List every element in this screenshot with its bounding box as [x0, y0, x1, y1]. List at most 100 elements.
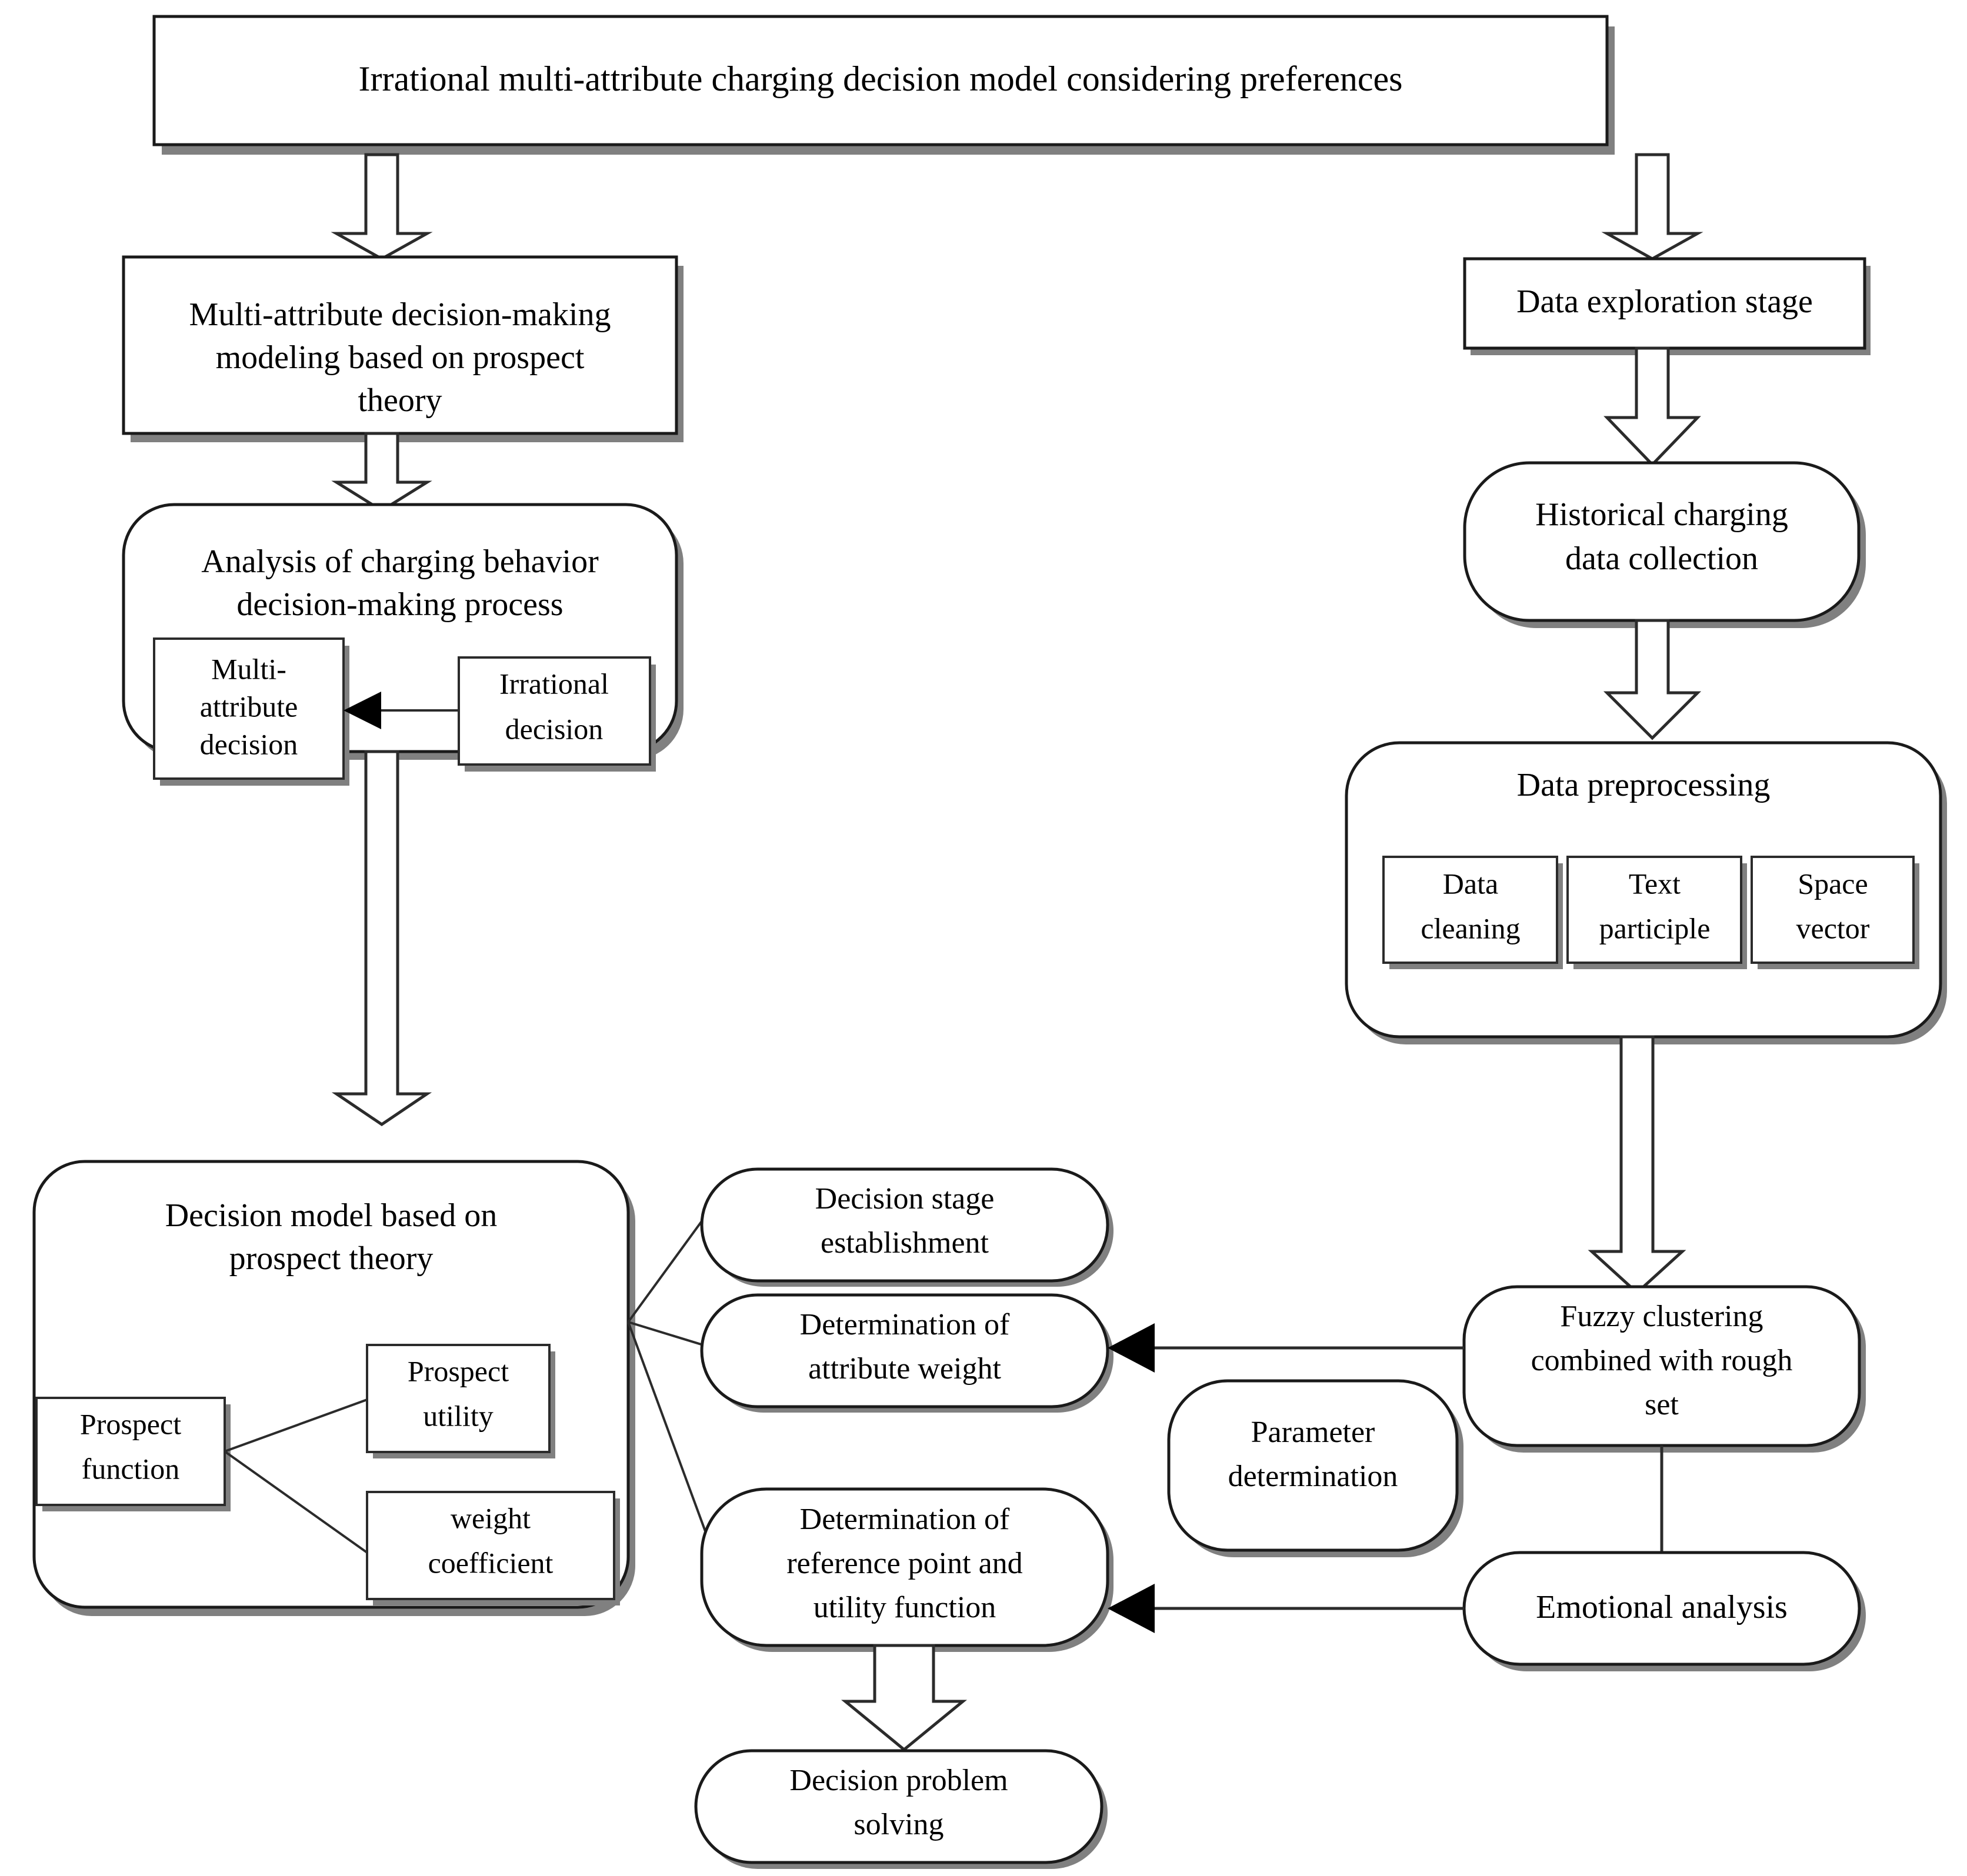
- space-vector-line1: Space: [1798, 867, 1868, 900]
- weight-coefficient-line1: weight: [451, 1501, 531, 1534]
- parameter-determination-line2: determination: [1228, 1460, 1398, 1493]
- data-preprocessing-line1: Data preprocessing: [1517, 767, 1771, 803]
- analysis-box-line1: Analysis of charging behavior: [201, 543, 599, 580]
- arrow-title-to-exploration: [1601, 153, 1703, 261]
- connector-to-decision-stage: [627, 1210, 710, 1323]
- modeling-box-line2: modeling based on prospect: [216, 339, 585, 376]
- multi-attribute-decision-box: Multi- attribute decision: [153, 637, 349, 786]
- title-box-label: Irrational multi-attribute charging deci…: [359, 59, 1403, 98]
- space-vector-line2: vector: [1796, 912, 1870, 944]
- block-arrow-down-right: [1601, 153, 1703, 261]
- block-arrow-down-preprocessing: [1588, 1035, 1686, 1295]
- block-arrow-down-historical: [1603, 619, 1702, 740]
- fuzzy-clustering-box: Fuzzy clustering combined with rough set: [1462, 1285, 1866, 1453]
- data-exploration-box: Data exploration stage: [1463, 257, 1871, 355]
- prospect-utility-rect: [366, 1344, 551, 1453]
- arrowhead-left-emotional: [1108, 1584, 1155, 1633]
- weight-coefficient-box: weight coefficient: [366, 1491, 620, 1605]
- prospect-utility-box: Prospect utility: [366, 1344, 555, 1458]
- multi-attribute-decision-line3: decision: [200, 727, 298, 760]
- prospect-function-box: Prospect function: [35, 1397, 231, 1511]
- decision-stage-line2: establishment: [821, 1226, 989, 1260]
- multi-attribute-decision-line1: Multi-: [211, 652, 286, 685]
- block-arrow-down-exploration: [1603, 346, 1701, 467]
- multi-attribute-decision-line2: attribute: [200, 690, 298, 723]
- connector-function-to-utility: [224, 1398, 368, 1453]
- arrow-fuzzy-to-attribute-weight: [1108, 1323, 1464, 1373]
- data-exploration-line1: Data exploration stage: [1516, 283, 1813, 320]
- prospect-utility-line1: Prospect: [408, 1354, 509, 1387]
- decision-stage-line1: Decision stage: [815, 1182, 995, 1216]
- title-box-rect: [152, 15, 1609, 146]
- modeling-box-line1: Multi-attribute decision-making: [189, 296, 611, 333]
- arrow-historical-to-preprocessing: [1603, 619, 1702, 740]
- arrow-reference-to-solving: [841, 1644, 967, 1752]
- arrow-irrational-to-multi: [344, 692, 459, 729]
- block-arrow-down-modeling: [331, 432, 432, 512]
- problem-solving-box: Decision problem solving: [694, 1749, 1108, 1869]
- problem-solving-line2: solving: [854, 1808, 944, 1841]
- block-arrow-down-reference: [841, 1644, 967, 1752]
- irrational-decision-rect: [458, 656, 651, 766]
- modeling-box-line3: theory: [358, 382, 442, 419]
- analysis-box-line2: decision-making process: [236, 586, 563, 623]
- historical-data-line2: data collection: [1565, 540, 1758, 577]
- emotional-analysis-line1: Emotional analysis: [1536, 1589, 1788, 1625]
- data-cleaning-box: Data cleaning: [1382, 856, 1563, 969]
- modeling-box-rect: [122, 255, 678, 435]
- connector-to-reference-point: [627, 1321, 710, 1541]
- multi-attribute-decision-rect: [153, 637, 345, 780]
- arrow-analysis-to-decision-model: [331, 750, 432, 1127]
- arrowhead-left-irrational: [344, 692, 381, 729]
- text-participle-line1: Text: [1629, 867, 1681, 900]
- space-vector-box: Space vector: [1751, 856, 1919, 969]
- title-box: Irrational multi-attribute charging deci…: [152, 15, 1615, 155]
- data-cleaning-rect: [1382, 856, 1558, 964]
- connector-to-attribute-weight: [628, 1321, 709, 1348]
- parameter-determination-line1: Parameter: [1251, 1416, 1375, 1449]
- problem-solving-rect: [694, 1749, 1103, 1864]
- decision-stage-box: Decision stage establishment: [700, 1167, 1113, 1287]
- decision-model-line2: prospect theory: [229, 1240, 434, 1277]
- attribute-weight-line2: attribute weight: [808, 1352, 1001, 1386]
- connector-function-to-weight: [224, 1450, 368, 1554]
- historical-data-box: Historical charging data collection: [1463, 461, 1866, 628]
- arrow-title-to-modeling: [331, 153, 433, 261]
- parameter-determination-box: Parameter determination: [1167, 1379, 1463, 1557]
- space-vector-rect: [1751, 856, 1915, 964]
- block-arrow-down-analysis: [331, 750, 432, 1127]
- arrow-preprocessing-to-fuzzy: [1588, 1035, 1686, 1295]
- historical-data-line1: Historical charging: [1535, 496, 1788, 533]
- prospect-function-rect: [35, 1397, 226, 1506]
- data-exploration-rect: [1463, 257, 1866, 350]
- weight-coefficient-rect: [366, 1491, 615, 1600]
- text-participle-rect: [1566, 856, 1742, 964]
- prospect-function-line2: function: [82, 1452, 180, 1485]
- reference-point-box: Determination of reference point and uti…: [700, 1487, 1113, 1652]
- fanout-connectors: [627, 1210, 710, 1541]
- attribute-weight-line1: Determination of: [800, 1308, 1010, 1341]
- problem-solving-line1: Decision problem: [789, 1764, 1008, 1797]
- arrow-emotional-to-reference: [1108, 1584, 1464, 1633]
- data-cleaning-line1: Data: [1443, 867, 1498, 900]
- prospect-utility-line2: utility: [423, 1399, 493, 1432]
- reference-point-line1: Determination of: [800, 1503, 1010, 1536]
- data-preprocessing-box: Data preprocessing Data cleaning Text pa…: [1345, 741, 1947, 1044]
- data-cleaning-line2: cleaning: [1421, 912, 1520, 944]
- analysis-box: Analysis of charging behavior decision-m…: [122, 503, 684, 786]
- decision-model-box: Decision model based on prospect theory …: [32, 1160, 635, 1616]
- attribute-weight-box: Determination of attribute weight: [700, 1293, 1113, 1413]
- reference-point-line2: reference point and: [786, 1547, 1022, 1580]
- prospect-function-line1: Prospect: [80, 1407, 181, 1440]
- irrational-decision-line1: Irrational: [499, 667, 609, 700]
- text-participle-line2: participle: [1599, 912, 1711, 944]
- fuzzy-clustering-line3: set: [1645, 1388, 1679, 1421]
- decision-model-line1: Decision model based on: [165, 1197, 498, 1234]
- irrational-decision-box: Irrational decision: [458, 656, 656, 772]
- reference-point-line3: utility function: [814, 1591, 996, 1624]
- fuzzy-clustering-line2: combined with rough: [1531, 1344, 1793, 1377]
- attribute-weight-rect: [700, 1293, 1109, 1408]
- modeling-box: Multi-attribute decision-making modeling…: [122, 255, 684, 442]
